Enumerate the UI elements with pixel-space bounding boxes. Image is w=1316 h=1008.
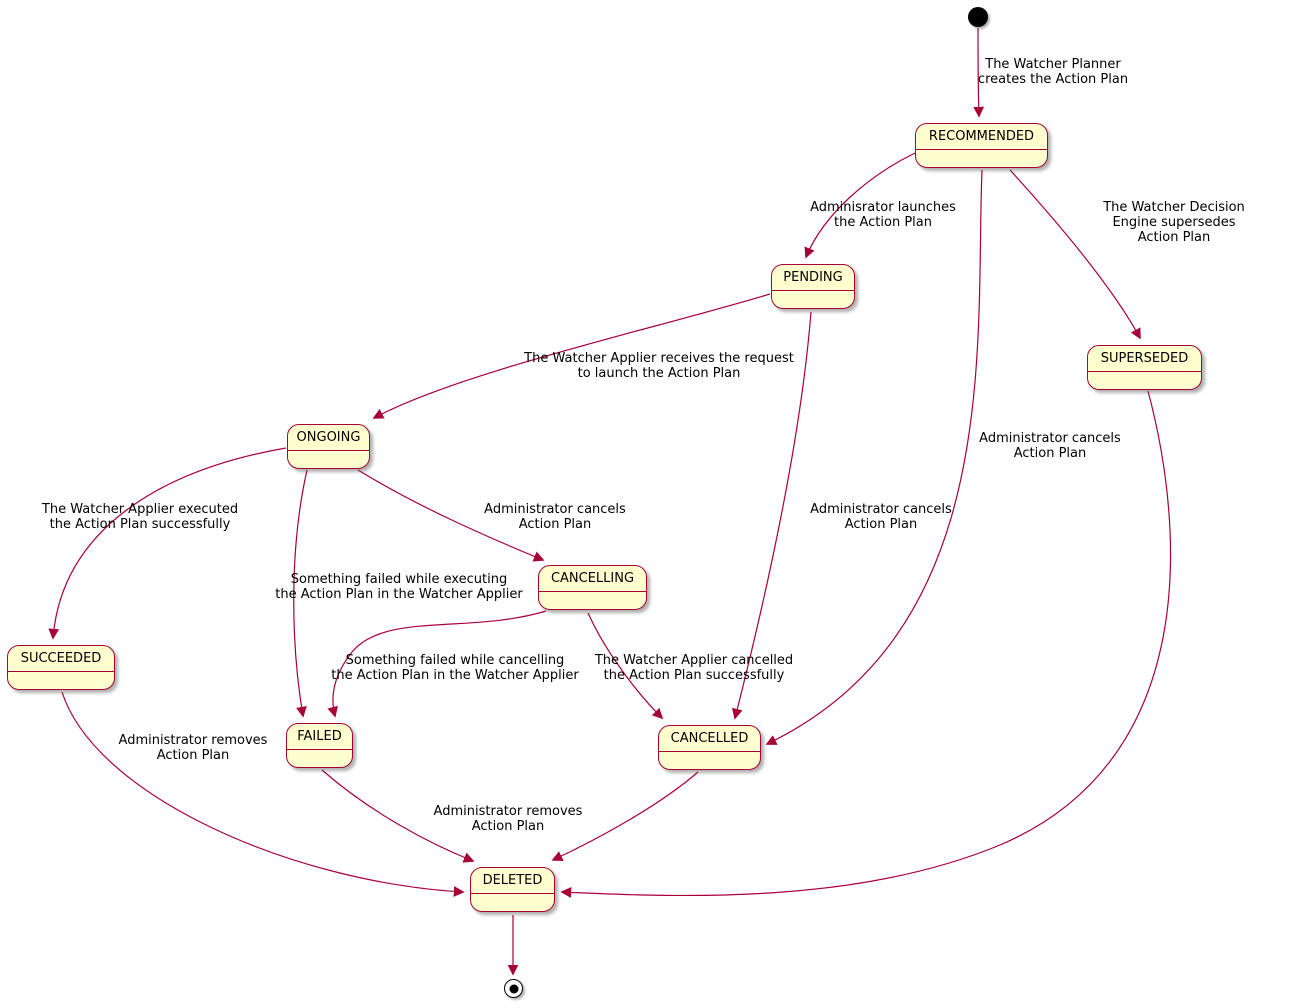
label-failed-cancelling: Something failed while cancelling the Ac… [331,653,579,683]
state-succeeded-label: SUCCEEDED [8,646,114,672]
transition-recommended-cancelled [765,169,983,745]
label-admin-removes-failed: Administrator removes Action Plan [433,804,583,834]
state-deleted: DELETED [470,867,555,912]
state-cancelling-label: CANCELLING [539,566,646,592]
transition-superseded-deleted [560,390,1172,898]
state-recommended: RECOMMENDED [915,123,1048,168]
transition-recommended-superseded [1009,169,1141,340]
state-failed-body [287,750,352,767]
transition-pending-cancelled [732,311,812,720]
state-succeeded-body [8,672,114,689]
state-deleted-body [471,894,554,911]
transition-ongoing-succeeded [48,447,287,640]
label-admin-cancels-pending: Administrator cancels Action Plan [810,502,952,532]
transition-ongoing-failed [293,469,308,718]
transition-cancelled-deleted [551,771,699,861]
label-failed-executing: Something failed while executing the Act… [275,572,523,602]
state-recommended-label: RECOMMENDED [916,124,1047,150]
state-succeeded: SUCCEEDED [7,645,115,690]
state-cancelled: CANCELLED [658,725,761,770]
state-ongoing-label: ONGOING [288,425,369,451]
transition-failed-deleted [321,769,475,863]
state-deleted-label: DELETED [471,868,554,894]
transition-cancelling-failed [327,610,547,718]
state-superseded-body [1088,372,1201,389]
transition-initial-recommended [973,27,985,118]
transition-ongoing-cancelling [357,469,545,562]
label-engine-supersedes: The Watcher Decision Engine supersedes A… [1103,200,1245,245]
initial-state-marker [968,7,988,27]
transition-succeeded-deleted [61,691,465,897]
transition-pending-ongoing [372,293,771,419]
state-ongoing-body [288,451,369,468]
state-cancelled-body [659,752,760,769]
state-recommended-body [916,150,1047,167]
state-cancelled-label: CANCELLED [659,726,760,752]
label-admin-cancels-ongoing: Administrator cancels Action Plan [484,502,626,532]
label-applier-cancelled: The Watcher Applier cancelled the Action… [594,653,794,683]
final-state-dot [509,984,518,993]
state-failed: FAILED [286,723,353,768]
state-pending-body [772,291,854,308]
label-admin-cancels-recommended: Administrator cancels Action Plan [979,431,1121,461]
state-ongoing: ONGOING [287,424,370,469]
label-admin-launches: Adminisrator launches the Action Plan [810,200,956,230]
state-pending: PENDING [771,264,855,309]
transition-recommended-pending [804,152,916,259]
final-state-marker [504,979,523,998]
state-pending-label: PENDING [772,265,854,291]
label-applier-executed: The Watcher Applier executed the Action … [41,502,239,532]
state-cancelling: CANCELLING [538,565,647,610]
label-admin-removes-succeeded: Administrator removes Action Plan [118,733,268,763]
state-superseded: SUPERSEDED [1087,345,1202,390]
state-superseded-label: SUPERSEDED [1088,346,1201,372]
state-cancelling-body [539,592,646,609]
label-planner-creates: The Watcher Planner creates the Action P… [977,57,1129,87]
transition-cancelling-cancelled [587,612,664,720]
state-failed-label: FAILED [287,724,352,750]
label-applier-receives: The Watcher Applier receives the request… [524,351,794,381]
